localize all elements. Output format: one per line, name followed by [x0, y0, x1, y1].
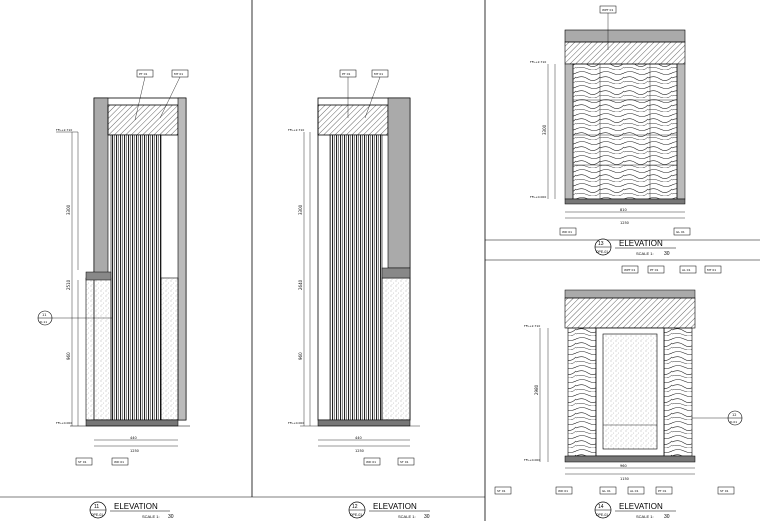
title-block-14: 14 DPE-01 ELEVATION SCALE 1: 30 — [594, 501, 676, 520]
material-tag: MT 01 — [174, 72, 183, 76]
drawing-ref: DPE-01 — [596, 250, 608, 254]
drawing-ref: DPE-01 — [91, 513, 103, 517]
dim-text: 1250 — [620, 221, 629, 225]
title-block-13: 13 DPE-01 ELEVATION SCALE 1: 30 — [594, 238, 676, 257]
scale-value: 30 — [664, 514, 670, 520]
drawing-number: 11 — [94, 504, 99, 510]
material-tag: PT 01 — [139, 72, 148, 76]
elevation-11: 3300 2510 960 FFL+2.710 FFL+0.000 440 12… — [37, 69, 190, 466]
drawing-title: ELEVATION — [114, 502, 158, 511]
dim-text: 1250 — [355, 449, 364, 453]
dim-text: 1150 — [620, 477, 629, 481]
material-tag: MT 01 — [707, 268, 716, 272]
section-marker-top: 11 — [42, 313, 46, 317]
material-tag: GL 01 — [676, 230, 685, 234]
dim-text: 2640 — [298, 279, 303, 290]
level-text: FFL+2.710 — [288, 128, 304, 132]
material-tag: ST 01 — [497, 489, 506, 493]
dim-text: 440 — [355, 436, 362, 440]
material-tag: MT 01 — [374, 72, 383, 76]
scale-label: SCALE 1: — [636, 514, 654, 519]
dim-text: 3300 — [542, 124, 547, 135]
level-text: FFL+2.710 — [56, 128, 72, 132]
dim-text: 440 — [130, 436, 137, 440]
level-text: FFL+2.710 — [524, 324, 540, 328]
material-tag: WPT 01 — [624, 268, 635, 272]
drawing-number: 13 — [598, 241, 604, 247]
level-text: FFL+0.000 — [524, 458, 540, 462]
scale-value: 30 — [424, 514, 430, 520]
drawing-title: ELEVATION — [373, 502, 417, 511]
material-tag: AL 01 — [630, 489, 639, 493]
level-text: FFL+2.710 — [530, 60, 546, 64]
material-tag: PT 01 — [658, 489, 667, 493]
scale-label: SCALE 1: — [398, 514, 416, 519]
material-tag: PT 01 — [650, 268, 659, 272]
scale-label: SCALE 1: — [636, 251, 654, 256]
material-tag: WD 01 — [562, 230, 572, 234]
elevation-13: 3300 FFL+2.710 FFL+0.000 810 1250 WPT 01… — [530, 5, 691, 236]
level-text: FFL+0.000 — [530, 195, 546, 199]
section-marker-top: 12 — [732, 413, 736, 417]
dim-text: 2980 — [534, 384, 539, 395]
drawing-ref: DPE-01 — [350, 513, 362, 517]
drawing-number: 12 — [352, 504, 358, 510]
material-tag: ST 01 — [720, 489, 729, 493]
section-marker-bottom: D-01 — [730, 420, 737, 424]
elevation-14: 2980 FFL+2.710 FFL+0.000 960 1150 WPT 01… — [494, 265, 743, 495]
material-tag: ST 01 — [400, 460, 409, 464]
elevation-12: 3300 2640 960 FFL+2.710 FFL+0.000 440 12… — [288, 69, 420, 466]
dim-text: 3300 — [66, 204, 71, 215]
scale-label: SCALE 1: — [142, 514, 160, 519]
title-block-12: 12 DPE-01 ELEVATION SCALE 1: 30 — [348, 501, 430, 520]
scale-value: 30 — [168, 514, 174, 520]
dim-text: 1250 — [130, 449, 139, 453]
dim-text: 960 — [298, 352, 303, 360]
material-tag: ST 01 — [78, 460, 87, 464]
section-marker-bottom: D-11 — [40, 320, 47, 324]
level-text: FFL+0.000 — [288, 421, 304, 425]
drawing-title: ELEVATION — [619, 502, 663, 511]
drawing-title: ELEVATION — [619, 239, 663, 248]
dim-text: 960 — [620, 464, 627, 468]
title-block-11: 11 DPE-01 ELEVATION SCALE 1: 30 — [89, 501, 174, 520]
material-tag: WD 01 — [366, 460, 376, 464]
drawing-ref: DPE-01 — [596, 513, 608, 517]
level-text: FFL+0.000 — [56, 421, 72, 425]
material-tag: WD 01 — [558, 489, 568, 493]
material-tag: WPT 01 — [602, 8, 613, 12]
material-tag: AL 01 — [682, 268, 691, 272]
drawing-number: 14 — [598, 504, 604, 510]
scale-value: 30 — [664, 251, 670, 257]
material-tag: PT 01 — [342, 72, 351, 76]
dim-text: 960 — [66, 352, 71, 360]
dim-text: 3300 — [298, 204, 303, 215]
material-tag: WD 01 — [114, 460, 124, 464]
dim-text: 810 — [620, 208, 627, 212]
material-tag: GL 01 — [602, 489, 611, 493]
dim-text: 2510 — [66, 279, 71, 290]
